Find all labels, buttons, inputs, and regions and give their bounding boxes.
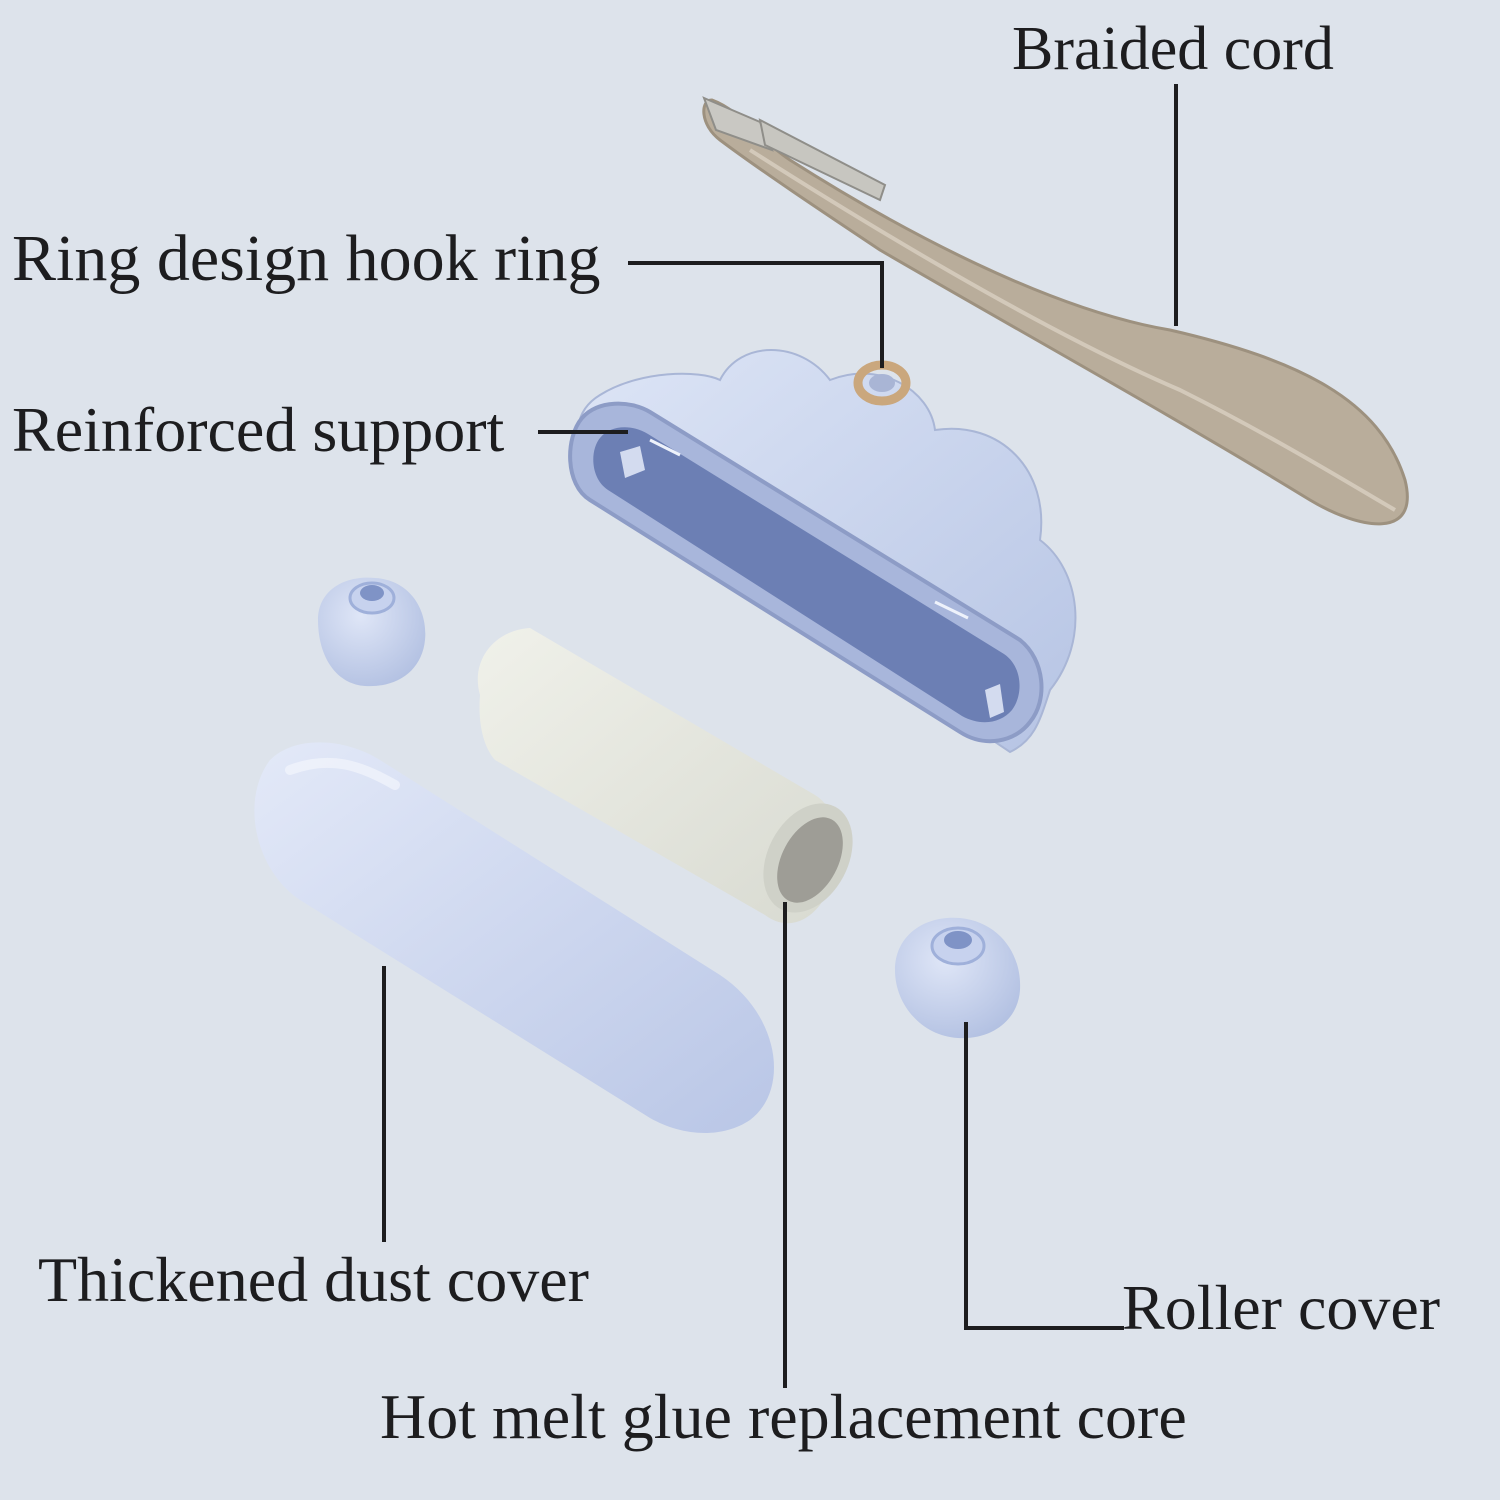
braided-cord [702,96,1409,526]
roller-cap-right [895,917,1021,1039]
leader-roller-cover [964,1022,1124,1330]
dust-cover [254,742,775,1133]
roller-housing [568,349,1077,754]
label-roller-cover: Roller cover [1122,1272,1441,1343]
replacement-core [477,628,853,924]
label-dust-cover: Thickened dust cover [38,1244,589,1315]
label-braided-cord: Braided cord [1012,15,1334,83]
label-reinforced-support: Reinforced support [12,394,505,465]
label-replacement-core: Hot melt glue replacement core [380,1381,1187,1452]
leader-ring-hook [628,261,884,368]
roller-cap-left [318,577,426,687]
label-ring-hook: Ring design hook ring [12,222,601,295]
leader-lines [382,84,1178,1388]
